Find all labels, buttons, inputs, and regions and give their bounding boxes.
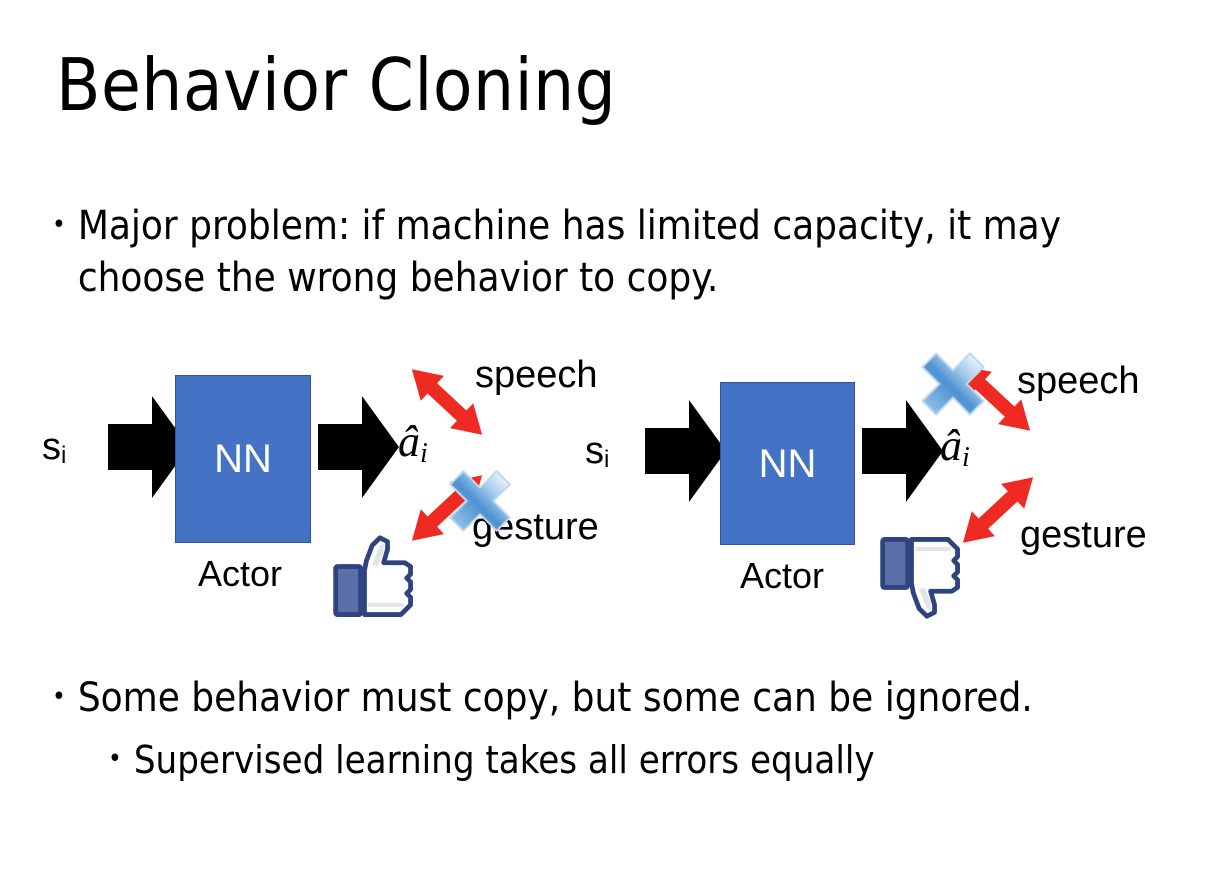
bullet-top-text: Major problem: if machine has limited ca…: [77, 203, 1062, 301]
bullet-marker-icon: •: [52, 682, 66, 712]
bullet-bottom-level1: • Some behavior must copy, but some can …: [52, 672, 1162, 724]
state-symbol: s: [585, 430, 604, 472]
nn-box-right: NN: [720, 382, 855, 545]
output-arrow-right: [862, 396, 944, 511]
nn-box-label: NN: [214, 437, 272, 481]
state-subscript: i: [61, 442, 67, 469]
action-label-left: âi: [398, 420, 428, 468]
nn-box-left: NN: [175, 375, 311, 543]
nn-box-label: NN: [758, 441, 817, 486]
branch-label-speech-right: speech: [1017, 360, 1140, 402]
state-label-right: si: [585, 432, 609, 472]
bullet-marker-icon: •: [108, 744, 122, 774]
action-label-right: âi: [940, 424, 970, 472]
cross-icon-gesture-left: [441, 462, 519, 545]
actor-caption-left: Actor: [198, 553, 283, 594]
thumbs-down-icon: [875, 526, 971, 627]
action-subscript: i: [420, 438, 428, 469]
cross-icon-speech-right: [913, 344, 993, 429]
branch-arrow-gesture-right: [953, 460, 1043, 565]
state-subscript: i: [604, 446, 610, 473]
action-subscript: i: [962, 442, 970, 473]
bullet-top: • Major problem: if machine has limited …: [52, 200, 1082, 304]
input-arrow-right: [645, 396, 727, 511]
branch-label-speech-left: speech: [475, 354, 598, 396]
branch-arrow-speech-right: [950, 348, 1040, 453]
bullet-bottom-level2: • Supervised learning takes all errors e…: [108, 734, 1158, 786]
branch-label-gesture-right: gesture: [1020, 514, 1147, 556]
actor-caption-right: Actor: [740, 555, 825, 596]
input-arrow-left: [108, 392, 190, 507]
output-arrow-left: [318, 392, 400, 507]
state-symbol: s: [42, 426, 61, 468]
bullet-bottom-level1-text: Some behavior must copy, but some can be…: [77, 675, 1033, 721]
diagram-left: si NN Actor âi: [20, 330, 620, 630]
bullet-bottom-level2-text: Supervised learning takes all errors equ…: [133, 738, 875, 782]
action-symbol: â: [940, 421, 962, 470]
diagram-right: si NN Actor âi: [565, 330, 1195, 630]
page-title: Behavior Cloning: [56, 43, 617, 127]
state-label-left: si: [42, 428, 66, 468]
action-symbol: â: [398, 417, 420, 466]
bullet-marker-icon: •: [52, 210, 66, 240]
thumbs-up-icon: [328, 532, 424, 633]
branch-arrow-speech-left: [402, 352, 492, 457]
